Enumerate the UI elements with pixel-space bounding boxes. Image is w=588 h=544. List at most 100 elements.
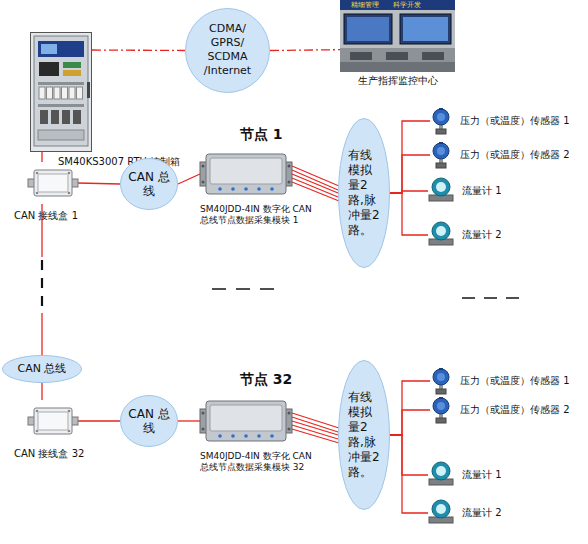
icon-part <box>63 62 81 68</box>
press-icon <box>433 368 449 394</box>
wire <box>292 166 339 186</box>
module-icon <box>200 401 292 441</box>
icon-part <box>437 113 445 121</box>
bus-connector <box>390 381 430 435</box>
dash <box>41 260 43 270</box>
bus-connector <box>390 435 428 513</box>
icon-part <box>68 172 71 175</box>
icon-part <box>38 130 84 140</box>
node-label: 压力（或温度）传感器 1 <box>460 375 570 388</box>
icon-part <box>73 110 81 124</box>
can-node-module: 节点 32SM40JDD-4IN 数字化 CAN 总线节点数据采集模块 32 <box>200 395 292 447</box>
icon-part <box>39 62 59 76</box>
pressure-sensor-shape <box>430 368 452 394</box>
icon-part <box>347 17 389 41</box>
icon-part <box>231 434 235 438</box>
icon-part <box>47 87 53 99</box>
flow-icon <box>429 500 453 523</box>
flow-meter: 流量计 2 <box>428 500 454 526</box>
dash <box>260 288 274 290</box>
network-ellipse: CDMA/ GPRS/ SCDMA /Internet <box>185 8 270 93</box>
wire <box>292 178 338 197</box>
ellipse-icon <box>339 361 390 510</box>
icon-part <box>288 165 291 168</box>
icon-part <box>40 110 48 124</box>
dash <box>41 278 43 288</box>
icon-part <box>386 52 408 60</box>
icon-part <box>436 163 446 168</box>
icon-part <box>34 36 88 146</box>
node-label: 压力（或温度）传感器 2 <box>460 404 570 417</box>
icon-part <box>439 368 443 370</box>
bus-connector <box>178 420 200 421</box>
node-label: 压力（或温度）传感器 1 <box>460 115 570 128</box>
icon-part <box>288 181 291 184</box>
can-junction-box: CAN 接线盒 32 <box>28 400 78 442</box>
ellipse-outline <box>339 119 390 268</box>
icon-part <box>38 174 68 192</box>
icon-part <box>38 412 68 430</box>
center-icon <box>340 0 455 72</box>
pressure-sensor-shape <box>430 142 452 168</box>
node-label: 压力（或温度）传感器 2 <box>460 149 570 162</box>
icon-part <box>436 129 446 134</box>
icon-part <box>432 178 450 196</box>
rtu-icon <box>31 33 92 152</box>
ellipse-icon <box>121 396 178 447</box>
icon-part <box>62 110 70 124</box>
icon-part <box>36 192 39 195</box>
wire <box>292 417 338 432</box>
can-node-module-shape <box>200 148 292 200</box>
icon-part <box>422 52 444 60</box>
wire <box>292 182 339 201</box>
pressure-sensor-shape <box>430 108 452 134</box>
icon-part <box>210 405 282 431</box>
node-label: CAN 总线 <box>124 407 174 435</box>
flow-meter-shape <box>428 222 454 248</box>
icon-part <box>63 70 81 76</box>
icon-part <box>68 410 71 413</box>
icon-part <box>244 434 248 438</box>
icon-part <box>51 110 59 124</box>
pressure-sensor: 压力（或温度）传感器 2 <box>430 397 452 423</box>
icon-part <box>244 187 248 191</box>
icon-part <box>432 222 450 240</box>
node-label: 流量计 2 <box>462 507 502 520</box>
icon-part <box>437 147 445 155</box>
icon-part <box>288 428 291 431</box>
bus-connector <box>390 155 430 193</box>
node-label: CAN 接线盒 1 <box>14 210 78 223</box>
icon-part <box>436 466 446 476</box>
can-bus-ellipse: CAN 总线 <box>2 355 82 383</box>
icon-part <box>31 33 92 152</box>
pressure-sensor: 压力（或温度）传感器 2 <box>430 142 452 168</box>
icon-part <box>218 187 222 191</box>
icon-part <box>340 0 455 72</box>
bus-connector <box>390 410 430 435</box>
bus-connector <box>78 420 120 421</box>
icon-part <box>68 430 71 433</box>
ellipse-icon <box>3 356 82 383</box>
signal-ellipse: 有线模拟量2路,脉冲量2路。 <box>338 360 390 510</box>
icon-part <box>288 412 291 415</box>
dash <box>462 297 475 299</box>
bus-connector <box>390 121 430 193</box>
wire <box>292 425 338 439</box>
icon-part <box>36 172 39 175</box>
icon-part <box>433 109 449 125</box>
node-label: SM40JDD-4IN 数字化 CAN 总线节点数据采集模块 32 <box>200 451 350 474</box>
icon-part <box>436 504 446 514</box>
wire <box>292 429 339 443</box>
banner-text: 科学开发 <box>393 0 421 10</box>
ellipse-outline <box>339 361 390 510</box>
flow-meter: 流量计 1 <box>428 178 454 204</box>
icon-part <box>34 408 72 434</box>
node-label: 流量计 1 <box>462 469 502 482</box>
rtu-control-box: SM40KS3007 RTU 控制箱 <box>30 32 92 152</box>
icon-part <box>231 187 235 191</box>
press-icon <box>433 397 449 423</box>
icon-part <box>340 62 455 72</box>
node-label: CAN 总线 <box>124 170 174 198</box>
